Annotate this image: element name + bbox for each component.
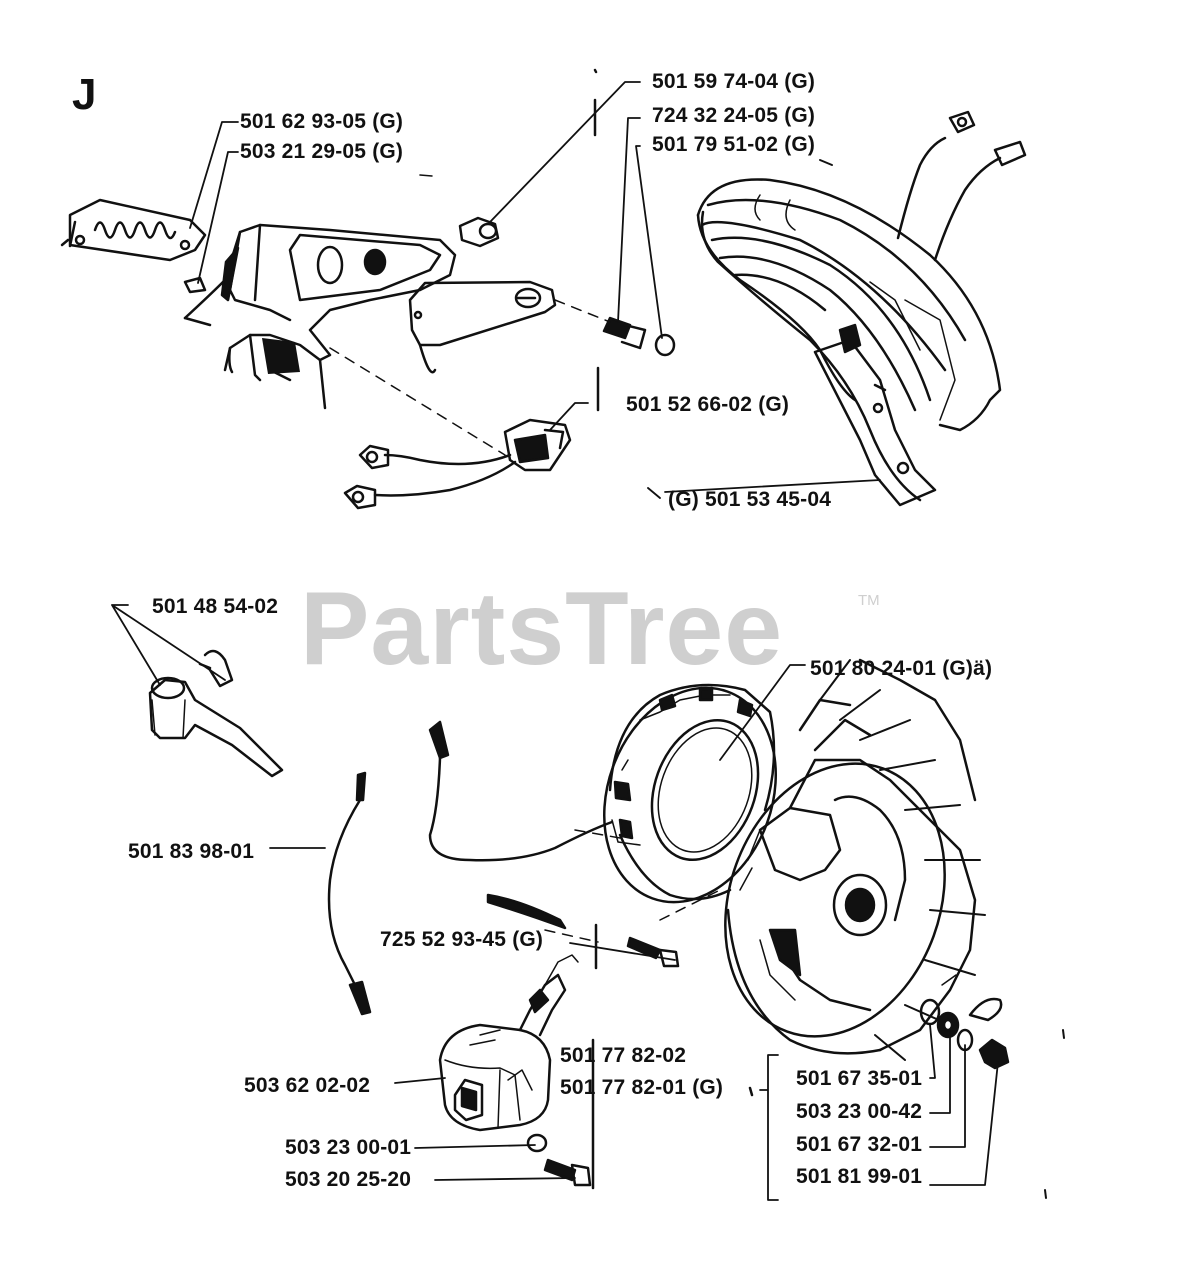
key-wedge [488, 895, 565, 928]
section-letter: J [72, 70, 97, 119]
watermark-text: PartsTree [300, 571, 784, 687]
bracket-screw [604, 318, 645, 348]
flywheel-hardware [921, 999, 1008, 1068]
watermark-trademark: TM [858, 592, 880, 609]
washer [656, 335, 674, 355]
ignition-bracket [410, 282, 555, 372]
part-label-724-32-24-05: 724 32 24-05 (G) [652, 104, 816, 127]
part-label-501-59-74-04: 501 59 74-04 (G) [652, 70, 816, 93]
part-label-501-79-51-02: 501 79 51-02 (G) [652, 133, 816, 156]
heat-shield-plate [62, 200, 205, 260]
part-label-503-21-29-05: 503 21 29-05 (G) [240, 140, 404, 163]
part-label-501-81-99-01: 501 81 99-01 [796, 1165, 923, 1188]
part-label-501-80-24-01: 501 80 24-01 (G)ä) [810, 657, 993, 680]
part-label-501-67-35-01: 501 67 35-01 [796, 1067, 923, 1090]
ignition-module [698, 112, 1025, 505]
part-label-501-77-82-01: 501 77 82-01 (G) [560, 1076, 724, 1099]
spacer-sleeve [460, 218, 498, 246]
part-label-501-62-93-05: 501 62 93-05 (G) [240, 110, 404, 133]
part-label-501-52-66-02: 501 52 66-02 (G) [626, 393, 790, 416]
ignition-coil [440, 955, 578, 1130]
shield-screw [185, 278, 205, 292]
switch-connector [345, 420, 570, 508]
leader-lines [112, 70, 1064, 1200]
part-label-503-23-00-01: 503 23 00-01 [285, 1136, 412, 1159]
part-label-501-67-32-01: 501 67 32-01 [796, 1133, 923, 1156]
part-label-501-77-82-02: 501 77 82-02 [560, 1044, 687, 1067]
part-label-501-83-98-01: 501 83 98-01 [128, 840, 255, 863]
part-label-725-52-93-45: 725 52 93-45 (G) [380, 928, 544, 951]
spark-plug-cap [150, 651, 282, 776]
flywheel [688, 660, 985, 1067]
coil-screw [545, 1160, 590, 1185]
crankcase-housing [185, 225, 455, 408]
part-label-503-20-25-20: 503 20 25-20 [285, 1168, 412, 1191]
flywheel-stator [430, 664, 805, 927]
part-label-503-23-00-42: 503 23 00-42 [796, 1100, 923, 1123]
part-label-501-53-45-04: (G) 501 53 45-04 [668, 488, 832, 511]
part-label-501-48-54-02: 501 48 54-02 [152, 595, 279, 618]
projection-line [330, 300, 610, 455]
stator-screw [628, 938, 678, 966]
ignition-lead [329, 773, 370, 1014]
coil-washer [528, 1135, 546, 1151]
part-label-503-62-02-02: 503 62 02-02 [244, 1074, 371, 1097]
